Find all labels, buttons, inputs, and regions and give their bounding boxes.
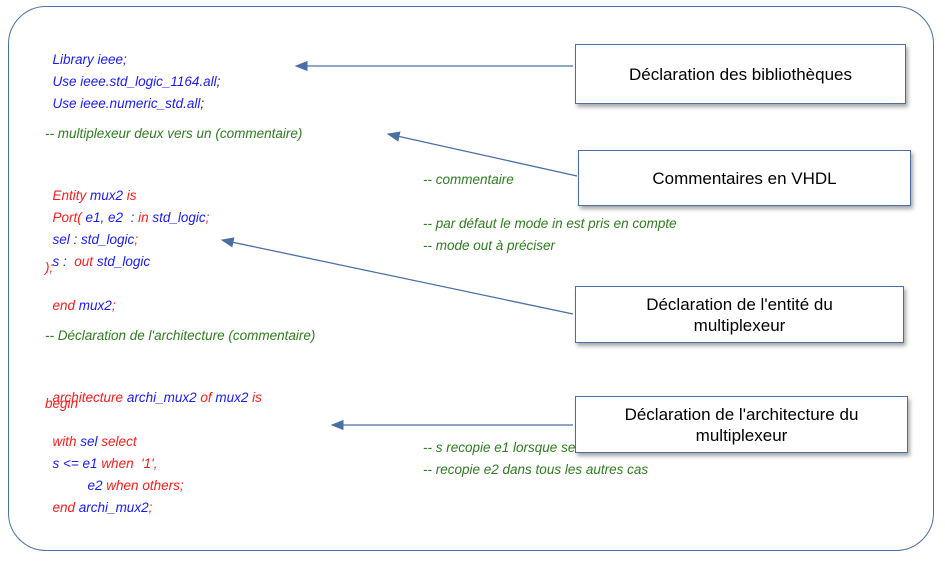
code-line-end-arch: end archi_mux2; — [45, 484, 153, 516]
inline-comment: -- commentaire — [423, 172, 514, 187]
identifier: ieee; — [93, 52, 127, 67]
callout-text: multiplexeur — [693, 315, 786, 335]
identifier: mux2 — [75, 298, 112, 313]
callout-entity: Déclaration de l'entité du multiplexeur — [575, 286, 904, 343]
identifier: sel : std_logic — [52, 232, 135, 247]
identifier: archi_mux2 — [75, 500, 149, 515]
code-line-assign1: s <= e1 when '1', — [45, 440, 158, 472]
keyword: out — [74, 254, 94, 269]
identifier: ieee.std_logic_1164. — [76, 74, 204, 89]
arrow-entity — [220, 237, 574, 315]
keyword: of — [196, 390, 212, 405]
identifier: all — [186, 96, 201, 111]
callout-architecture: Déclaration de l'architecture du multipl… — [575, 396, 908, 453]
code-line-library: Library ieee; — [45, 36, 127, 68]
diagram-frame — [8, 6, 934, 551]
code-line-architecture: architecture archi_mux2 of mux2 is — [45, 374, 262, 406]
callout-libraries: Déclaration des bibliothèques — [575, 44, 906, 104]
code-line-use-numeric: Use ieee.numeric_std.all; — [45, 80, 205, 112]
identifier: s <= e1 — [52, 456, 102, 471]
keyword: with — [52, 434, 77, 449]
code-line-begin: begin — [45, 396, 79, 411]
punct: ; — [200, 96, 205, 111]
code-line-end-entity: end mux2; — [45, 282, 116, 314]
punct: ; — [205, 210, 210, 225]
code-line-use-1164: Use ieee.std_logic_1164.all; — [45, 58, 221, 90]
literal: '1' — [133, 456, 154, 471]
identifier: s : — [52, 254, 75, 269]
callout-text: Déclaration des bibliothèques — [628, 64, 853, 84]
code-comment-mux: -- multiplexeur deux vers un (commentair… — [45, 126, 303, 141]
inline-comment: -- par défaut le mode in est pris en com… — [423, 216, 677, 231]
punct: ; — [148, 500, 153, 515]
code-line-with: with sel select — [45, 418, 137, 450]
keyword: in — [138, 210, 149, 225]
identifier: all — [203, 74, 217, 89]
code-line-port: Port( e1, e2 : in std_logic; — [45, 194, 210, 226]
identifier: mux2 — [86, 188, 124, 203]
callout-text: Déclaration de l'architecture du — [624, 404, 859, 424]
code-line-assign2: e2 when others; — [80, 462, 184, 494]
identifier: e1, e2 : — [81, 210, 139, 225]
keyword: Entity — [52, 188, 87, 203]
callout-text: Déclaration de l'entité du — [646, 294, 833, 314]
punct: , — [153, 456, 158, 471]
punct: ; — [179, 478, 184, 493]
code-line-sel: sel : std_logic; — [45, 216, 139, 248]
keyword: is — [123, 188, 137, 203]
code-comment-arch: -- Déclaration de l'architecture (commen… — [45, 328, 316, 343]
punct: ; — [111, 298, 116, 313]
punct: ; — [134, 232, 139, 247]
arrow-comments — [386, 131, 578, 177]
identifier: std_logic — [148, 210, 206, 225]
identifier: ieee.numeric_std. — [76, 96, 187, 111]
code-line-close: ); — [45, 260, 54, 275]
callout-text: Commentaires en VHDL — [652, 168, 837, 188]
keyword: when others — [106, 478, 180, 493]
callout-text: multiplexeur — [695, 425, 788, 445]
callout-comments: Commentaires en VHDL — [578, 150, 911, 206]
keyword: Library — [52, 52, 94, 67]
inline-comment: -- recopie e2 dans tous les autres cas — [423, 462, 649, 477]
keyword: Port( — [52, 210, 82, 225]
identifier: archi_mux2 — [123, 390, 197, 405]
keyword: Use — [52, 74, 77, 89]
identifier: sel — [76, 434, 98, 449]
keyword: end — [52, 298, 76, 313]
keyword: is — [248, 390, 262, 405]
keyword: Use — [52, 96, 77, 111]
keyword: end — [52, 500, 76, 515]
inline-comment: -- mode out à préciser — [423, 238, 556, 253]
identifier: e2 — [87, 478, 107, 493]
punct: ; — [216, 74, 221, 89]
keyword: when — [101, 456, 134, 471]
keyword: architecture — [52, 390, 124, 405]
identifier: std_logic — [93, 254, 151, 269]
code-line-s: s : out std_logic — [45, 238, 151, 270]
keyword: select — [97, 434, 137, 449]
code-line-entity: Entity mux2 is — [45, 172, 137, 204]
identifier: mux2 — [211, 390, 249, 405]
